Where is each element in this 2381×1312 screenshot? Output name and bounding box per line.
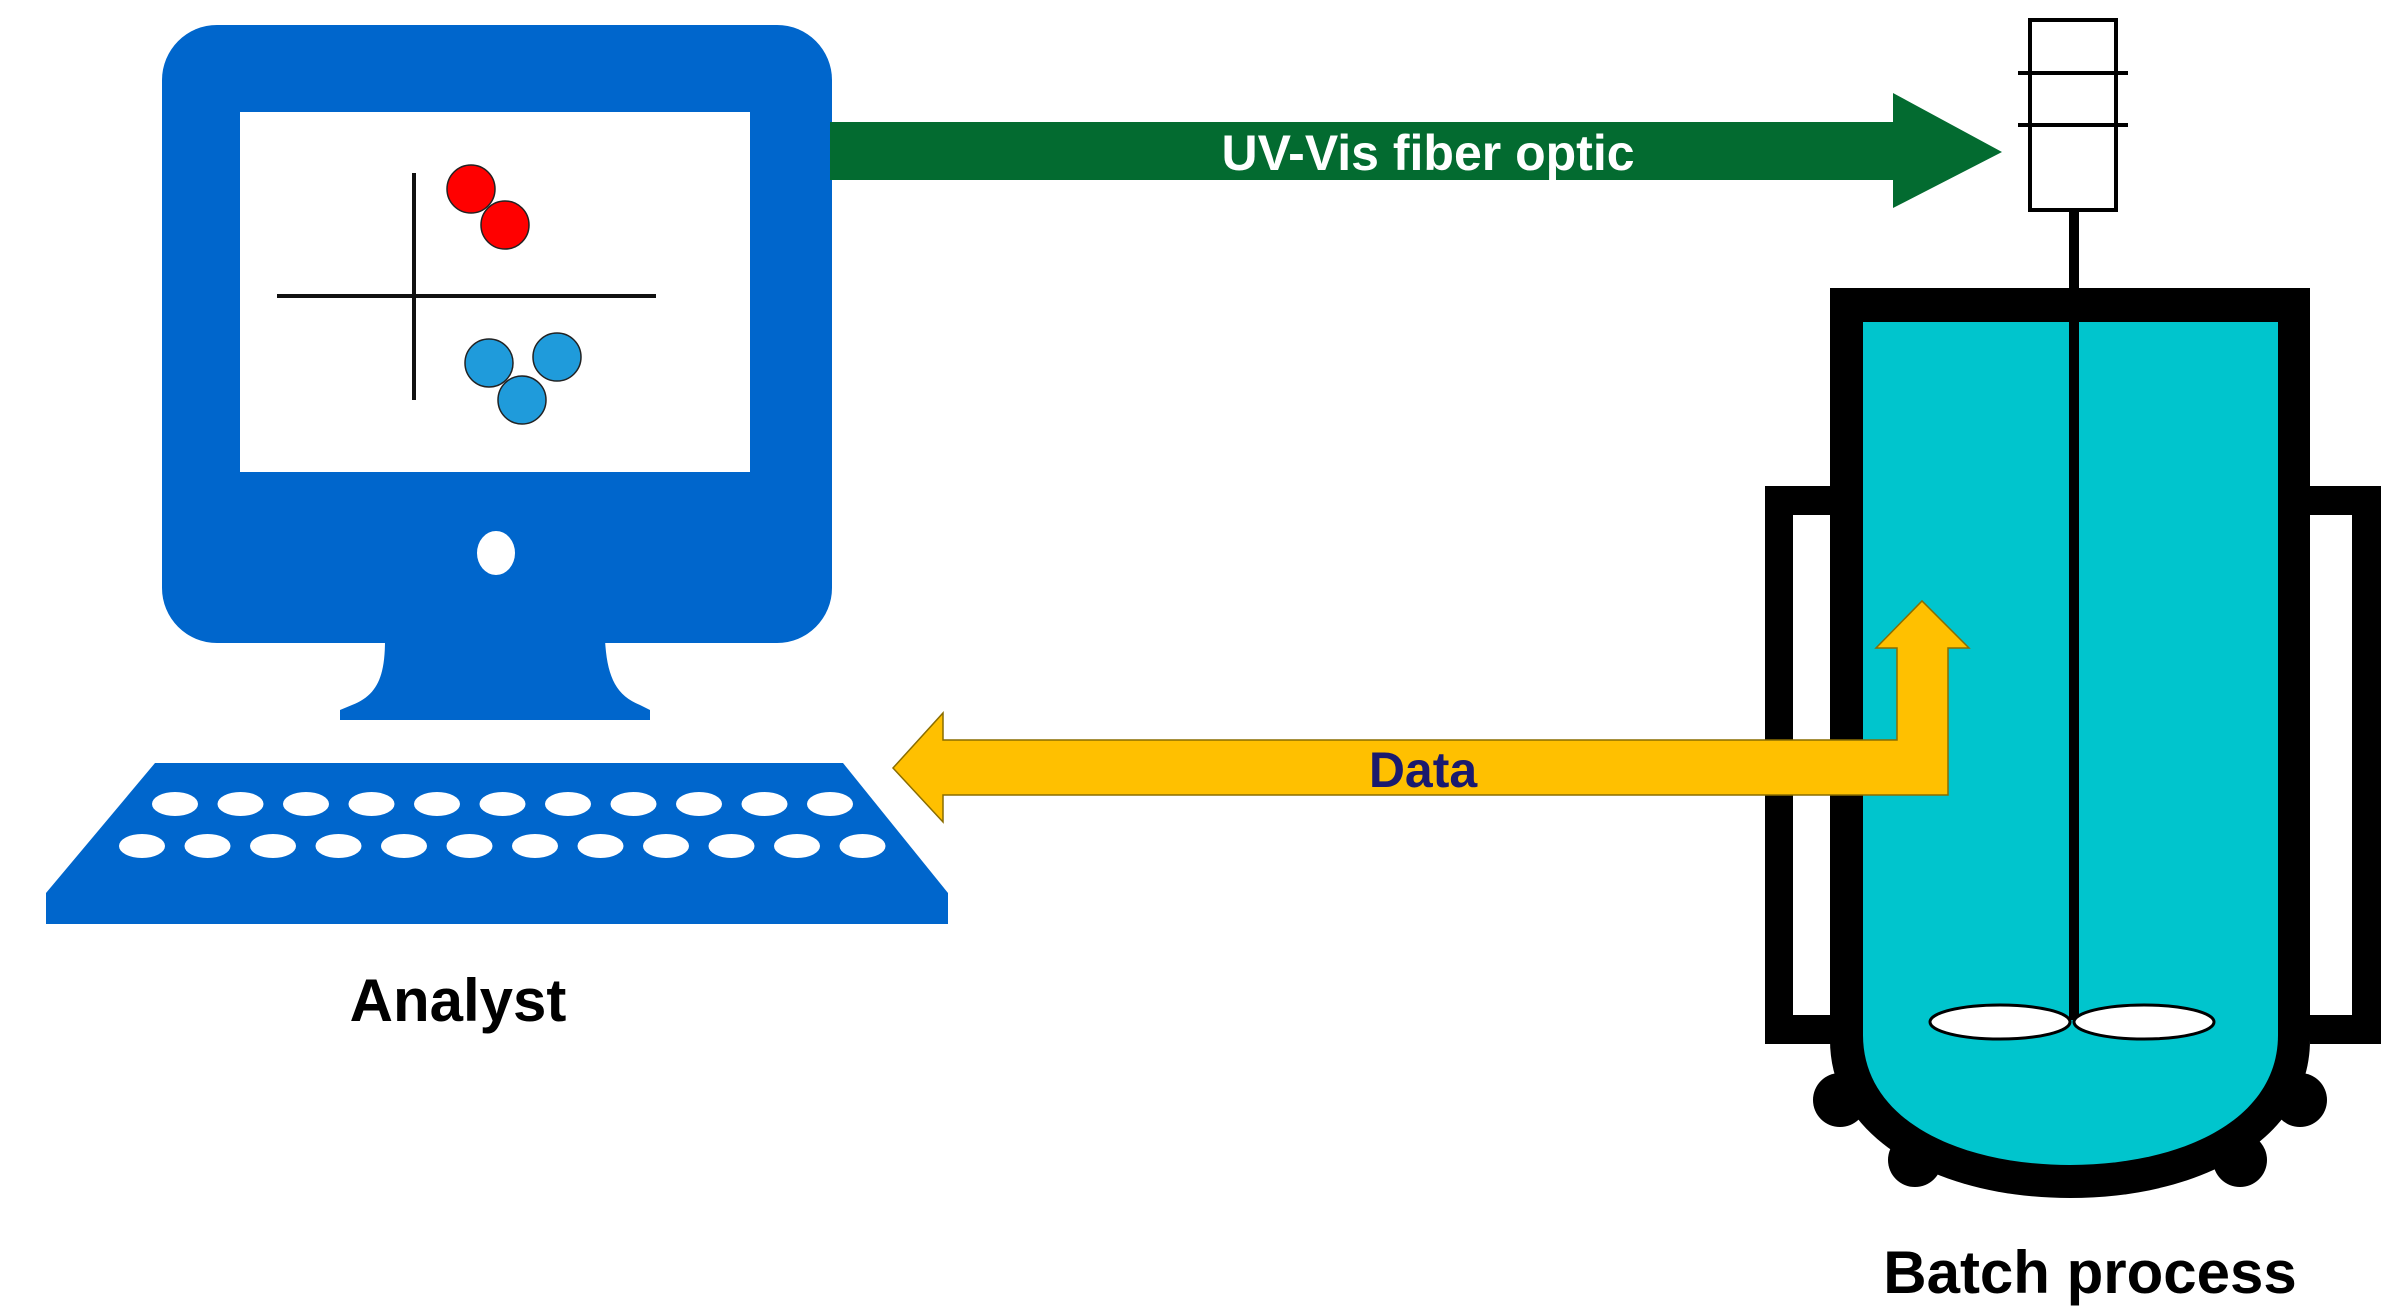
reactor-jacket-left: [1765, 486, 1850, 1044]
monitor-screen: [240, 112, 750, 472]
keyboard-key: [610, 792, 657, 816]
impeller-blade-left: [1928, 1003, 2072, 1041]
plot-point-blue: [532, 332, 582, 382]
keyboard-key: [512, 834, 558, 858]
keyboard-key: [545, 792, 591, 816]
keyboard-key: [184, 834, 231, 858]
uv-vis-arrow: UV-Vis fiber optic: [830, 93, 2002, 208]
keyboard-key: [283, 792, 329, 816]
data-arrow-shape: [891, 599, 1971, 824]
data-arrow: Data: [891, 599, 1971, 824]
uv-vis-arrow-shape: [830, 93, 2002, 208]
plot-point-blue: [497, 375, 547, 425]
keyboard-key: [479, 792, 526, 816]
probe-head: [2028, 18, 2118, 212]
keyboard-keys-row-1: [152, 792, 853, 816]
batch-process-label: Batch process: [1883, 1239, 2297, 1306]
keyboard-key: [152, 792, 198, 816]
keyboard-key: [839, 834, 886, 858]
reactor-jacket-right: [2310, 486, 2381, 1044]
keyboard-key: [643, 834, 689, 858]
keyboard-key: [348, 792, 395, 816]
uv-vis-label: UV-Vis fiber optic: [1221, 125, 1634, 181]
keyboard-key: [217, 792, 264, 816]
keyboard-key: [315, 834, 362, 858]
keyboard-keys-row-2: [119, 834, 886, 858]
keyboard-key: [676, 792, 722, 816]
keyboard-key: [119, 834, 165, 858]
keyboard-body: [46, 763, 948, 924]
monitor-stand: [340, 640, 650, 720]
keyboard-key: [577, 834, 624, 858]
analyst-label: Analyst: [350, 967, 567, 1034]
keyboard-icon: [46, 763, 948, 924]
keyboard-key: [381, 834, 427, 858]
power-button: [477, 531, 515, 575]
keyboard-key: [708, 834, 755, 858]
keyboard-key: [774, 834, 820, 858]
plot-point-blue: [464, 338, 514, 388]
keyboard-key: [414, 792, 460, 816]
plot-point-red: [446, 164, 496, 214]
data-label: Data: [1369, 742, 1479, 798]
plot-point-red: [480, 200, 530, 250]
keyboard-key: [446, 834, 493, 858]
desktop-monitor-icon: [162, 25, 832, 720]
keyboard-key: [807, 792, 853, 816]
fiber-optic-probe-icon: [2018, 18, 2128, 212]
keyboard-key: [250, 834, 296, 858]
stirred-batch-reactor-icon: [1765, 210, 2381, 1198]
keyboard-key: [741, 792, 788, 816]
impeller-blade-right: [2072, 1003, 2216, 1041]
